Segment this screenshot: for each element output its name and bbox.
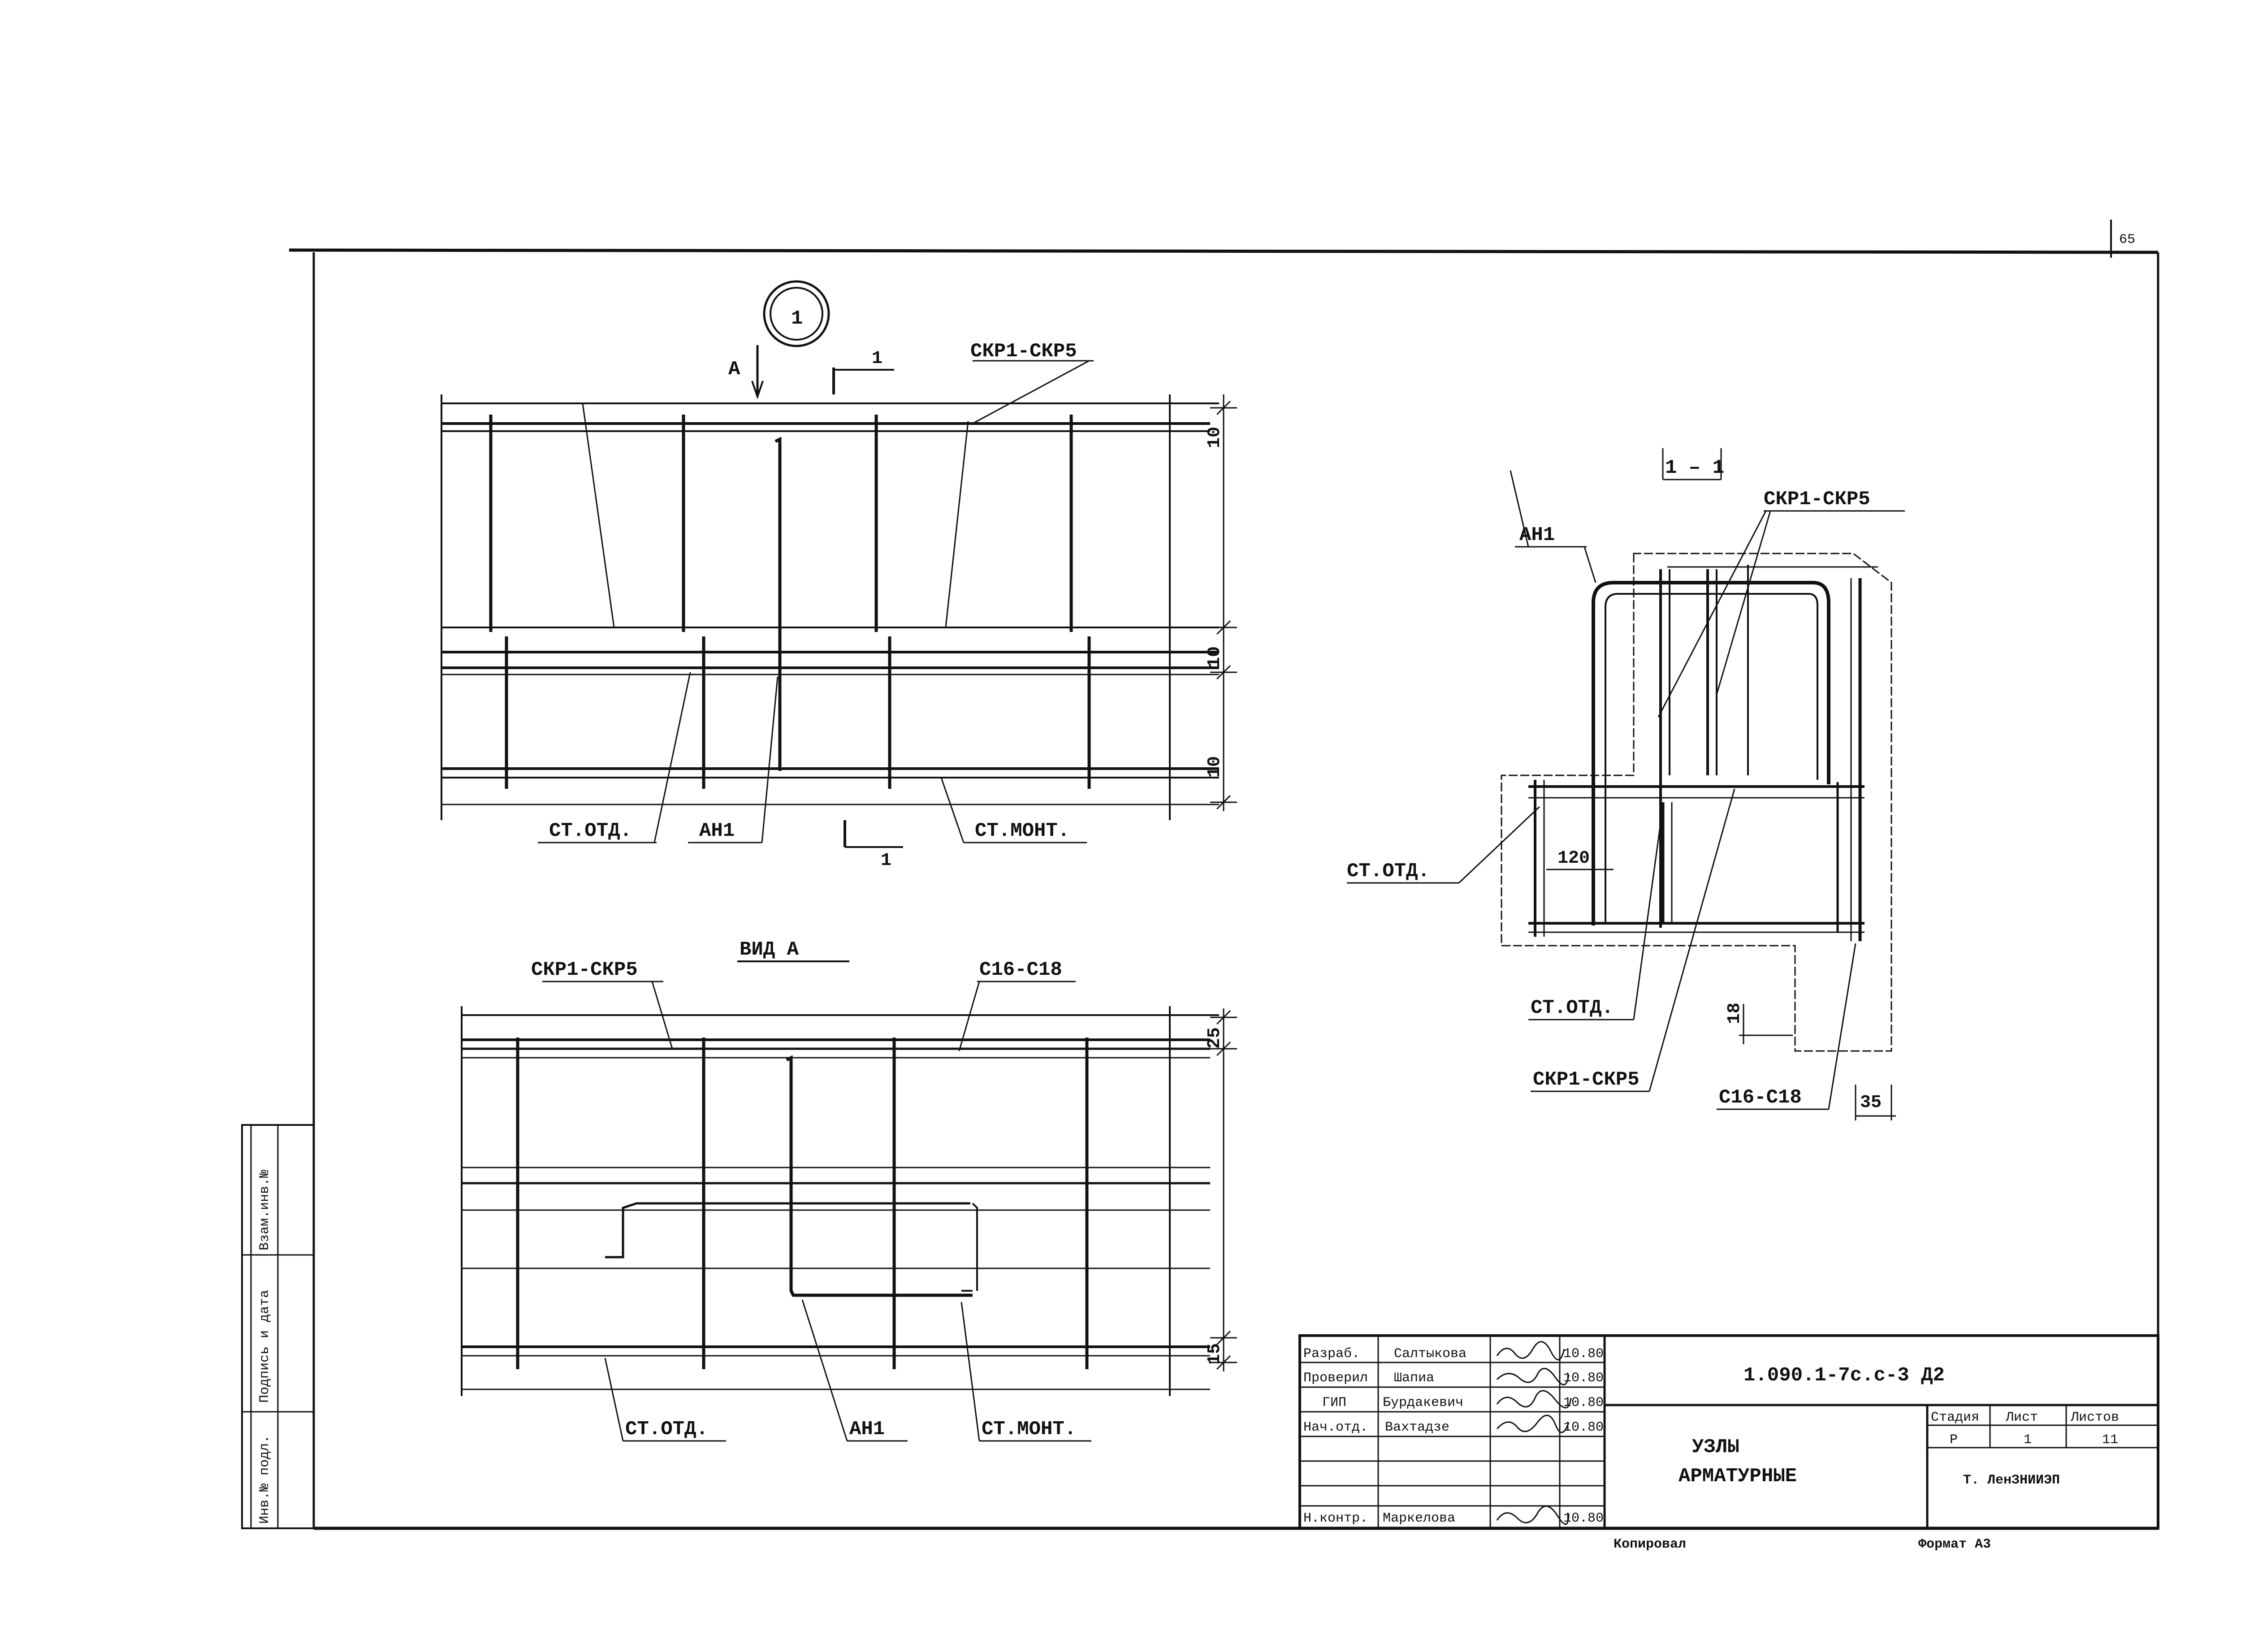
format-label: Формат А3 [1918, 1537, 1991, 1552]
title-block: Разраб. Салтыкова 10.80 Проверил Шапиа 1… [1298, 1334, 2159, 1530]
stage-value: Р [1950, 1432, 1958, 1448]
doc-title-line2: АРМАТУРНЫЕ [1679, 1465, 1797, 1488]
margin-cell-sign: Подпись и дата [257, 1290, 273, 1403]
label-st-otd-main: СТ.ОТД. [549, 820, 632, 842]
doc-code: 1.090.1-7с.с-3 Д2 [1743, 1364, 1945, 1387]
main-view: 1 А 1 [441, 280, 1237, 871]
sheet-frame: 65 Копировал Формат А3 [289, 220, 2159, 1552]
title-role-6: Н.контр. [1303, 1511, 1368, 1526]
view-a: ВИД А СКР1-СКР5 С16-С18 [461, 938, 1237, 1442]
title-name-2: Бурдакевич [1383, 1395, 1463, 1410]
title-name-0: Салтыкова [1394, 1346, 1467, 1362]
doc-title-line1: УЗЛЫ [1692, 1436, 1739, 1458]
label-skr-top: СКР1-СКР5 [970, 340, 1077, 363]
view-a-title: ВИД А [740, 938, 799, 961]
title-date-0: 10.80 [1563, 1346, 1604, 1362]
title-name-1: Шапиа [1394, 1371, 1434, 1386]
title-date-3: 10.80 [1563, 1420, 1604, 1435]
title-name-3: Вахтадзе [1385, 1420, 1449, 1435]
label-st-mont-main: СТ.МОНТ. [975, 820, 1069, 842]
title-role-2: ГИП [1322, 1395, 1346, 1410]
top-cage: СКР1-СКР5 10 10 10 СТ.ОТД. АН1 СТ.МОНТ. [441, 340, 1237, 871]
sheets-header: Листов [2070, 1410, 2119, 1425]
dim-main-bot: 10 [1205, 756, 1225, 778]
dim-section-18: 18 [1725, 1003, 1745, 1024]
title-date-6: 10.80 [1563, 1511, 1604, 1526]
label-an-section: АН1 [1519, 524, 1555, 546]
label-st-otd-viewa: СТ.ОТД. [625, 1418, 708, 1440]
label-an-viewa: АН1 [849, 1418, 885, 1440]
label-skr-section-bottom: СКР1-СКР5 [1533, 1068, 1640, 1091]
copied-by-label: Копировал [1614, 1537, 1686, 1552]
dim-viewa-bot: 15 [1205, 1343, 1225, 1365]
title-date-1: 10.80 [1563, 1371, 1604, 1386]
title-name-6: Маркелова [1383, 1511, 1455, 1526]
label-an-main: АН1 [699, 820, 735, 842]
title-role-3: Нач.отд. [1303, 1420, 1368, 1435]
label-st-otd-section-bottom: СТ.ОТД. [1531, 997, 1614, 1019]
signatures [1496, 1341, 1572, 1525]
margin-cell-inv: Инв.№ подл. [257, 1435, 273, 1524]
stage-header: Стадия [1931, 1410, 1979, 1425]
section-1-1: 1 – 1 120 АН1 СКР1-СКР5 СТ.ОТД. [1347, 448, 1905, 1120]
section-mark-bottom: 1 [881, 851, 891, 871]
section-mark-top: 1 [872, 349, 883, 369]
label-st-mont-viewa: СТ.МОНТ. [982, 1418, 1076, 1440]
margin-stamp: Инв.№ подл. Подпись и дата Взам.инв.№ [241, 1124, 315, 1529]
page-number: 65 [2119, 232, 2135, 247]
label-skr-section-top: СКР1-СКР5 [1764, 488, 1870, 510]
title-role-1: Проверил [1303, 1371, 1368, 1386]
dim-main-mid: 10 [1205, 646, 1225, 668]
section-title: 1 – 1 [1665, 457, 1724, 479]
margin-cell-replace: Взам.инв.№ [257, 1170, 273, 1250]
dim-section-35: 35 [1860, 1093, 1882, 1113]
label-c-section: С16-С18 [1719, 1086, 1802, 1109]
dim-main-top: 10 [1205, 427, 1225, 448]
title-role-0: Разраб. [1303, 1346, 1360, 1362]
organization: Т. ЛенЗНИИЭП [1963, 1473, 2060, 1488]
dim-viewa-top: 25 [1205, 1027, 1225, 1049]
sheet-value: 1 [2024, 1432, 2032, 1448]
dim-section-120: 120 [1557, 848, 1590, 869]
sheets-total-value: 11 [2102, 1432, 2118, 1448]
node-number: 1 [791, 307, 803, 330]
view-arrow-letter: А [728, 358, 740, 381]
sheet-header: Лист [2005, 1410, 2038, 1425]
label-c-viewa: С16-С18 [979, 959, 1062, 981]
label-skr-viewa: СКР1-СКР5 [531, 959, 638, 981]
label-st-otd-section-left: СТ.ОТД. [1347, 860, 1430, 882]
